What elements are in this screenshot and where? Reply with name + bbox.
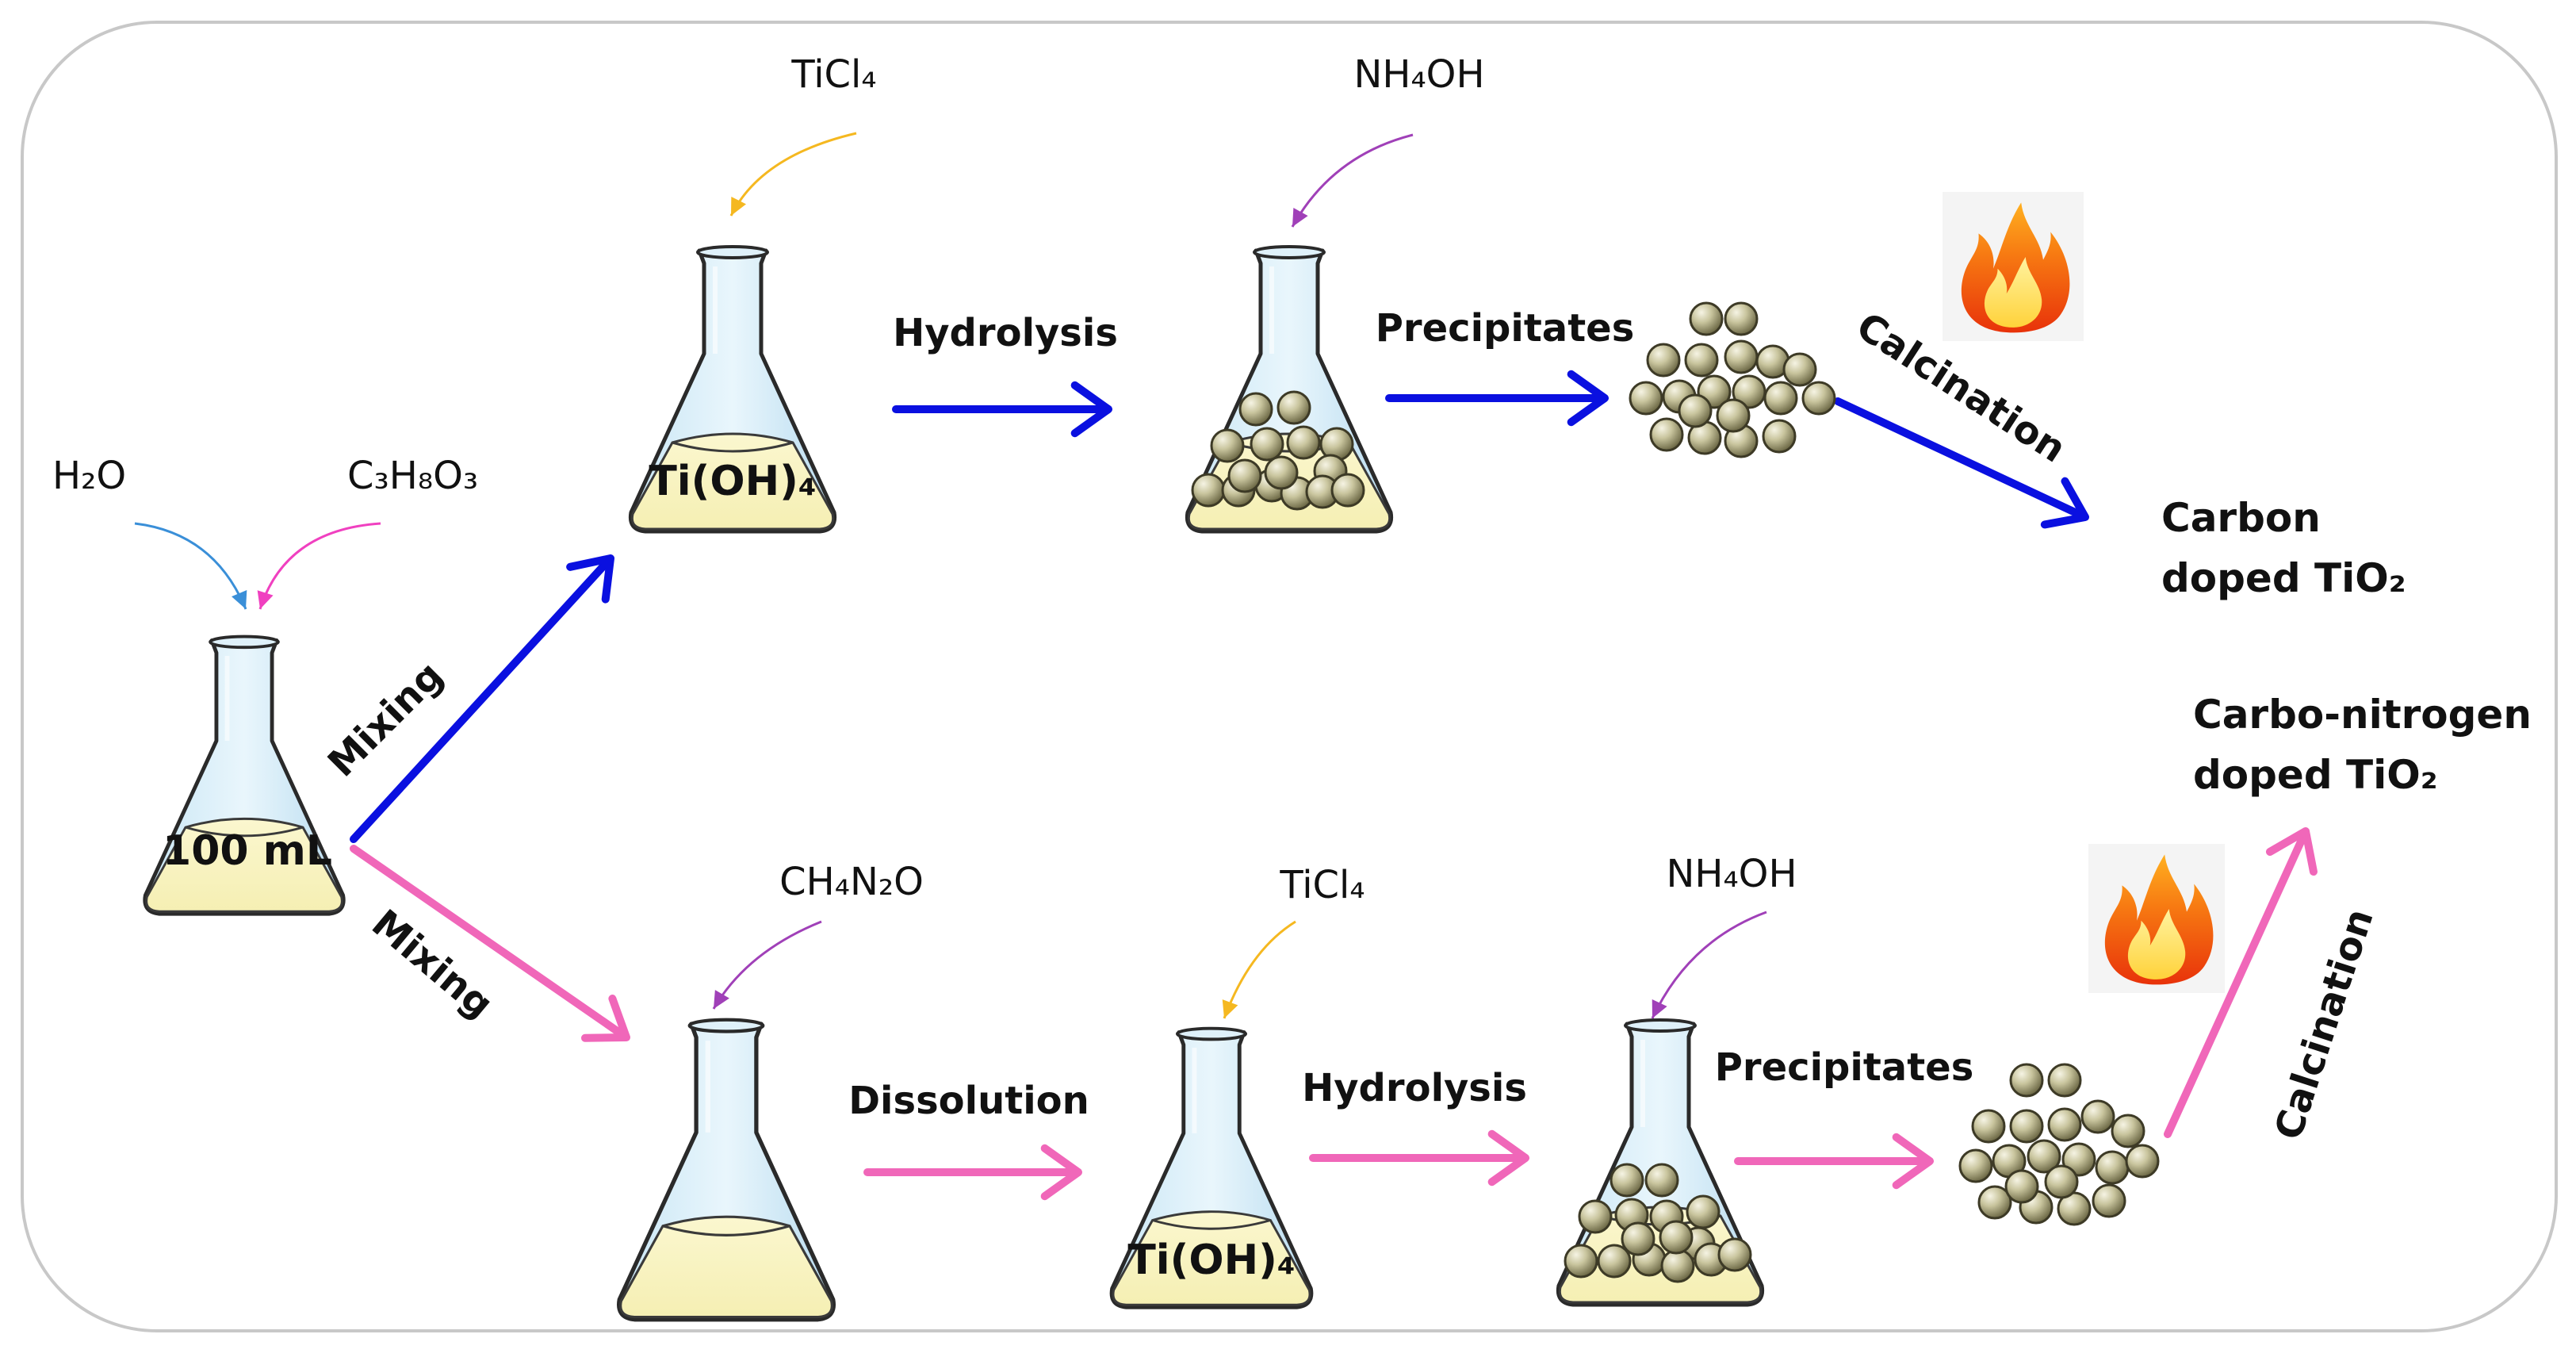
hydrolysis-arrow-bottom [1309, 1129, 1529, 1187]
particle-cluster-top [1629, 301, 1836, 458]
glycerol-label: C₃H₈O₃ [347, 454, 478, 498]
ticl4-arrow-bottom [1222, 920, 1296, 1019]
urea-label: CH₄N₂O [779, 860, 924, 904]
calcination-arrow-bottom [2164, 827, 2318, 1138]
ticl4-label-top: TiCl₄ [790, 52, 876, 97]
precipitates-label-top: Precipitates [1376, 306, 1635, 351]
water-arrow [134, 522, 247, 610]
calcination-arrow-top [1834, 397, 2089, 529]
mixing-arrow-top [350, 554, 614, 843]
nh4oh-label-top: NH₄OH [1353, 52, 1484, 97]
flask-particles-bottom [1564, 1163, 1752, 1283]
dissolution-label-bottom: Dissolution [848, 1079, 1089, 1123]
glycerol-arrow [257, 522, 381, 610]
fire-icon-bottom [2088, 844, 2225, 993]
product-top-line1: Carbon [2161, 495, 2321, 541]
top-flask-label: Ti(OH)₄ [649, 458, 816, 505]
product-top-line2: doped TiO₂ [2161, 555, 2406, 601]
bottom-flask-label: Ti(OH)₄ [1127, 1236, 1295, 1284]
dissolution-arrow-bottom [863, 1144, 1082, 1201]
product-bottom-line2: doped TiO₂ [2193, 752, 2438, 798]
mixing-arrow-bottom [350, 845, 630, 1042]
hydrolysis-arrow-top [892, 381, 1112, 438]
particle-cluster-bottom [1958, 1063, 2160, 1226]
nh4oh-arrow-top [1291, 133, 1414, 228]
hydrolysis-label-bottom: Hydrolysis [1302, 1066, 1527, 1110]
hydrolysis-label-top: Hydrolysis [893, 311, 1118, 355]
diagram-frame [21, 21, 2558, 1332]
precipitates-arrow-top [1385, 370, 1609, 427]
start-flask-volume: 100 mL [163, 827, 332, 875]
fire-icon-top [1943, 192, 2084, 341]
water-label: H₂O [52, 454, 126, 498]
product-bottom-line1: Carbo-nitrogen [2193, 692, 2532, 738]
precipitates-label-bottom: Precipitates [1715, 1045, 1974, 1090]
ticl4-label-bottom: TiCl₄ [1279, 863, 1365, 907]
ticl4-arrow-top [729, 132, 857, 217]
nh4oh-arrow-bottom [1651, 911, 1767, 1019]
urea-arrow [712, 920, 822, 1010]
flask-particles-top [1191, 390, 1365, 511]
precipitates-arrow-bottom [1734, 1133, 1934, 1190]
nh4oh-label-bottom: NH₄OH [1666, 852, 1797, 896]
